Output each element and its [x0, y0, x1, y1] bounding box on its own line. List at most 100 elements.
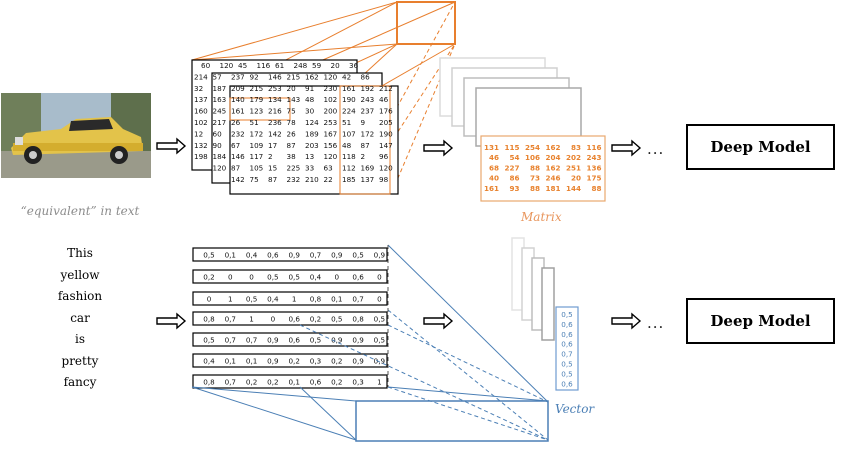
- pixel-value: 38: [287, 152, 297, 161]
- pixel-value: 210: [305, 175, 319, 184]
- vector-value: 0,7: [225, 378, 236, 387]
- word: This: [67, 246, 93, 260]
- pixel-value: 162: [305, 72, 319, 81]
- pixel-value: 87: [231, 164, 240, 173]
- vector-value: 0,7: [225, 315, 236, 324]
- pixel-value: 120: [213, 164, 227, 173]
- pixel-value: 205: [379, 118, 393, 127]
- pixel-value: 224: [342, 107, 356, 116]
- vector-value: 0,2: [310, 315, 321, 324]
- pixel-value: 51: [250, 118, 259, 127]
- matrix-value: 116: [586, 143, 601, 152]
- vector-output-value: 0,6: [561, 330, 573, 339]
- pixel-value: 123: [250, 107, 264, 116]
- vector-label: Vector: [555, 402, 595, 416]
- matrix-value: 88: [530, 184, 540, 193]
- pixel-value: 216: [268, 107, 282, 116]
- vector-value: 0,3: [352, 378, 363, 387]
- vector-value: 0,6: [288, 315, 300, 324]
- pixel-value: 142: [268, 129, 282, 138]
- pixel-value: 26: [231, 118, 241, 127]
- vector-value: 0,5: [246, 295, 257, 304]
- pixel-value: 109: [250, 141, 264, 150]
- pixel-value: 198: [194, 152, 208, 161]
- pixel-value: 63: [324, 164, 333, 173]
- pixel-value: 146: [231, 152, 245, 161]
- matrix-value: 227: [504, 163, 519, 172]
- vector-value: 0,9: [352, 336, 364, 345]
- pixel-value: 90: [213, 141, 223, 150]
- pixel-value: 237: [361, 107, 375, 116]
- word: is: [75, 332, 85, 346]
- matrix-value: 204: [545, 153, 560, 162]
- ellipsis-top: ...: [647, 140, 665, 158]
- image-projection-lines: [191, 1, 456, 191]
- matrix-label: Matrix: [521, 210, 562, 224]
- vector-value: 0,5: [331, 315, 342, 324]
- vector-row-box: [192, 332, 388, 347]
- vector-value: 0,3: [310, 357, 321, 366]
- pixel-value: 30: [305, 107, 315, 116]
- pixel-value: 203: [305, 141, 319, 150]
- image-kernel-box: [396, 1, 456, 45]
- pixel-value: 163: [213, 95, 227, 104]
- vector-output-value: 0,5: [561, 369, 572, 378]
- pixel-value: 20: [287, 84, 297, 93]
- vector-value: 0,8: [203, 378, 215, 387]
- word: fashion: [57, 289, 103, 303]
- matrix-value: 162: [545, 143, 560, 152]
- pixel-value: 26: [287, 129, 297, 138]
- pixel-value: 75: [250, 175, 259, 184]
- pixel-value: 57: [213, 72, 222, 81]
- output-vector-box: [555, 306, 579, 391]
- pixel-value: 215: [287, 72, 301, 81]
- pixel-value: 102: [194, 118, 208, 127]
- pixel-value: 161: [342, 84, 356, 93]
- vector-value: 0,5: [267, 273, 278, 282]
- matrix-value: 246: [545, 174, 560, 183]
- pixel-value: 102: [324, 95, 338, 104]
- pixel-value: 243: [361, 95, 375, 104]
- matrix-value: 83: [571, 143, 581, 152]
- right-arrow-icon: [611, 139, 642, 157]
- vector-value: 0,2: [267, 378, 278, 387]
- pixel-value: 87: [268, 175, 277, 184]
- vector-value: 0,5: [374, 336, 385, 345]
- matrix-value: 93: [509, 184, 519, 193]
- vector-value: 0,9: [352, 357, 364, 366]
- vector-value: 0,9: [374, 357, 386, 366]
- pixel-value: 2: [361, 152, 366, 161]
- vector-value: 0,6: [310, 378, 322, 387]
- pixel-value: 185: [342, 175, 356, 184]
- vector-value: 0,9: [267, 357, 279, 366]
- pixel-value: 156: [324, 141, 338, 150]
- pixel-value: 96: [379, 152, 389, 161]
- pixel-value: 160: [194, 107, 208, 116]
- pixel-value: 232: [231, 129, 245, 138]
- vector-output-value: 0,6: [561, 340, 573, 349]
- matrix-value: 251: [566, 163, 581, 172]
- pixel-value: 60: [201, 61, 211, 70]
- pixel-value: 253: [268, 84, 282, 93]
- pixel-value: 59: [312, 61, 322, 70]
- pixel-value: 215: [250, 84, 264, 93]
- right-arrow-icon: [156, 137, 187, 155]
- vector-value: 0,5: [203, 336, 214, 345]
- pixel-value: 117: [250, 152, 264, 161]
- pixel-value: 179: [250, 95, 264, 104]
- word-list: This yellow fashion car is pretty fancy: [40, 243, 120, 394]
- matrix-value: 254: [525, 143, 540, 152]
- vector-output-value: 0,6: [561, 379, 573, 388]
- vector-value: 1: [249, 315, 254, 324]
- vector-value: 0,1: [288, 378, 299, 387]
- pixel-value: 147: [379, 141, 393, 150]
- pixel-value: 42: [342, 72, 351, 81]
- pixel-value: 190: [379, 129, 393, 138]
- vector-value: 0,7: [246, 336, 257, 345]
- pixel-value: 217: [213, 118, 227, 127]
- vector-value: 0: [377, 273, 382, 282]
- word: car: [70, 310, 90, 325]
- vector-row-box: [192, 353, 388, 368]
- matrix-value: 88: [591, 184, 601, 193]
